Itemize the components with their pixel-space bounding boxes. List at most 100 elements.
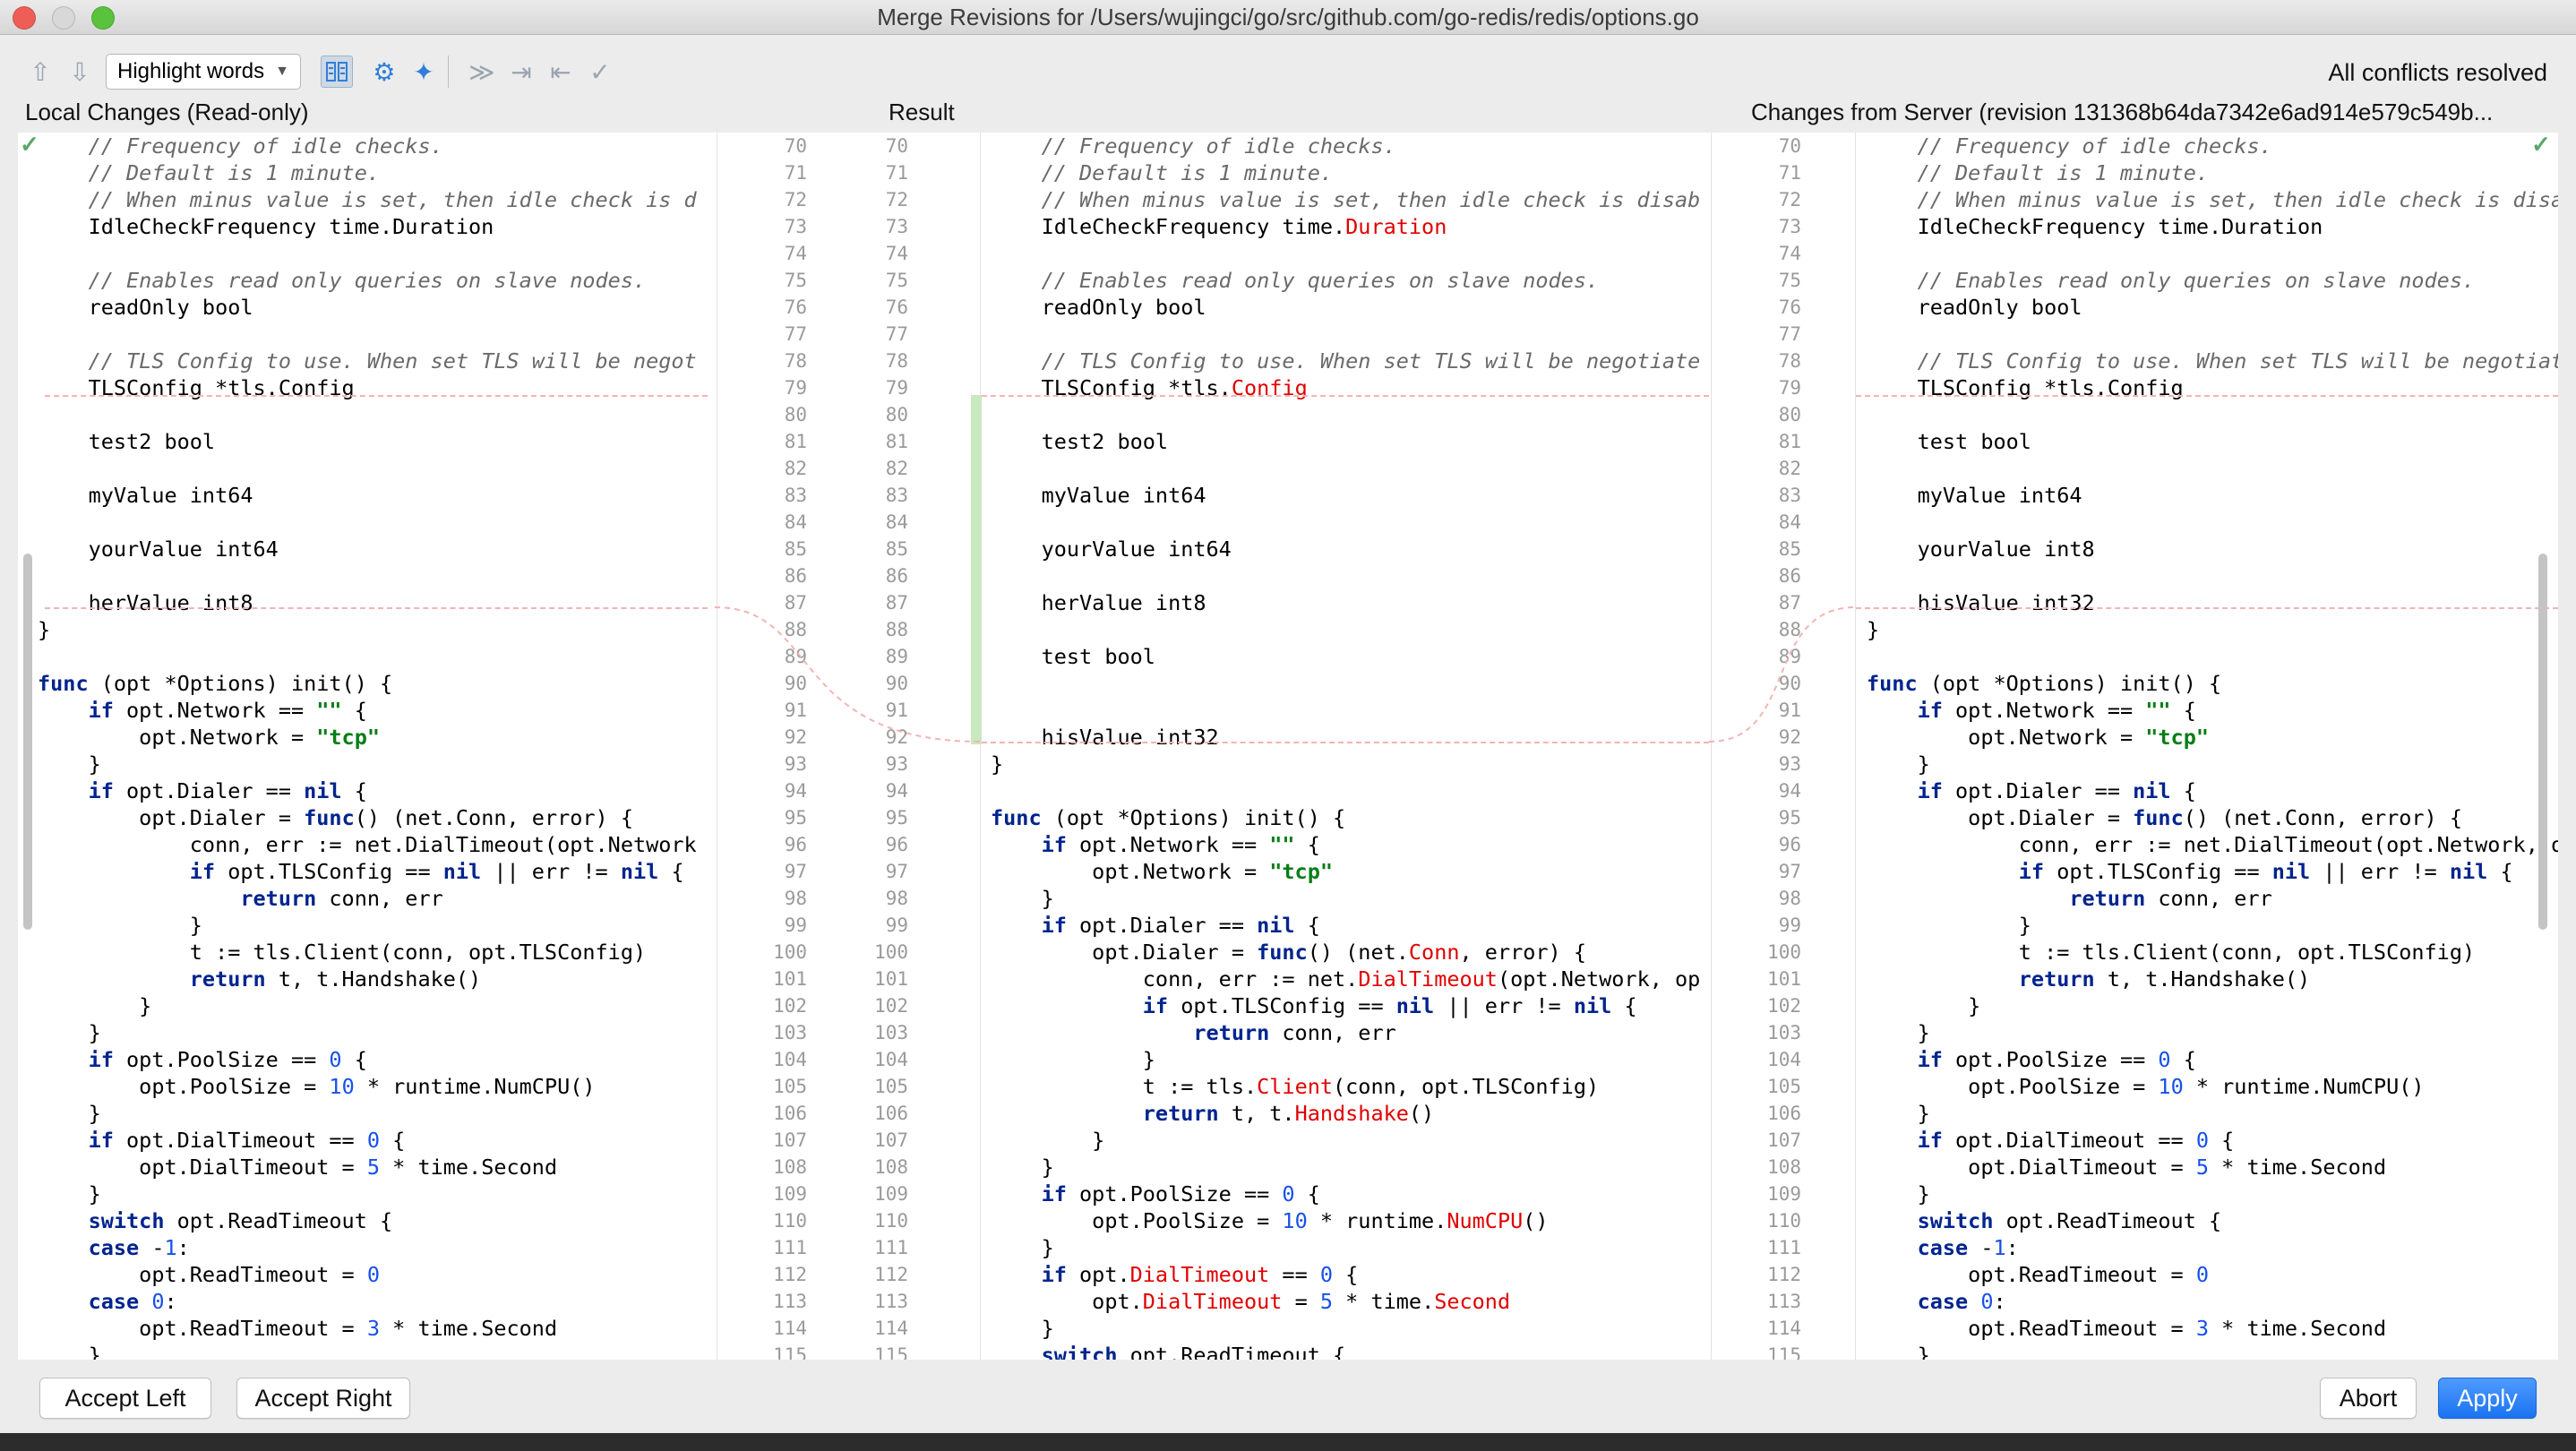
line-number-row: 78	[717, 348, 834, 374]
line-number-row: 114	[837, 1315, 980, 1342]
server-code-line	[1867, 455, 2558, 482]
magic-resolve-icon[interactable]: ✦	[413, 57, 434, 86]
line-number-row: 88	[1712, 616, 1855, 643]
local-code-line: TLSConfig *tls.Config	[38, 375, 355, 400]
local-changes-pane[interactable]: // Frequency of idle checks. // Default …	[18, 133, 715, 1360]
line-number-row: 77	[717, 321, 834, 348]
line-number-row: 110	[1712, 1207, 1855, 1234]
line-number: 114	[1767, 1318, 1801, 1339]
line-number-row: 89	[837, 643, 980, 670]
server-code-line: IdleCheckFrequency time.Duration	[1867, 214, 2323, 239]
line-number-row: 77	[837, 321, 980, 348]
result-pane[interactable]: // Frequency of idle checks. // Default …	[982, 133, 1709, 1360]
resolve-icon[interactable]: ✓	[589, 57, 611, 86]
line-number-row: 114	[1712, 1315, 1855, 1342]
line-number-row: 75	[837, 267, 980, 294]
server-changes-pane[interactable]: // Frequency of idle checks. // Default …	[1856, 133, 2558, 1360]
line-number: 90	[784, 673, 807, 694]
chevron-down-icon: ▼	[275, 64, 289, 79]
side-by-side-icon[interactable]	[320, 56, 353, 88]
line-number-row: 72	[717, 186, 834, 213]
server-code-line	[1867, 401, 2558, 428]
line-number-row: 76	[717, 294, 834, 321]
server-code-line	[1867, 321, 2558, 348]
line-number: 105	[1767, 1076, 1801, 1097]
right-pane-title: Changes from Server (revision 131368b64d…	[1751, 99, 2494, 125]
gear-icon[interactable]: ⚙	[373, 57, 396, 86]
line-number-row: 81	[1712, 428, 1855, 455]
left-scrollbar[interactable]	[23, 554, 32, 930]
line-number-row: 74	[837, 240, 980, 267]
line-number: 87	[1778, 592, 1801, 614]
line-number: 112	[773, 1264, 807, 1285]
line-number-row: 101	[837, 966, 980, 992]
line-number: 70	[1778, 135, 1801, 157]
arrow-down-icon[interactable]: ⇩	[69, 57, 90, 86]
apply-button[interactable]: Apply	[2438, 1378, 2537, 1419]
result-code-line: t := tls.Client(conn, opt.TLSConfig)	[991, 1074, 1600, 1099]
line-number-row: 99	[1712, 912, 1855, 939]
server-code-line: yourValue int8	[1867, 537, 2095, 562]
line-number-row: 102	[837, 992, 980, 1019]
minimize-window-button[interactable]	[52, 6, 75, 30]
line-number-row: 83	[837, 482, 980, 509]
line-number: 112	[1767, 1264, 1801, 1285]
line-number: 98	[1778, 888, 1801, 909]
accept-left-icon[interactable]: ≫	[468, 57, 495, 86]
left-change-top	[45, 395, 708, 397]
local-code-line: test2 bool	[38, 429, 216, 454]
line-number: 88	[784, 619, 807, 640]
local-code-line	[38, 455, 715, 482]
apply-non-conflicting-icon[interactable]: ⇥	[511, 57, 532, 86]
accept-right-icon[interactable]: ⇤	[550, 57, 571, 86]
line-number: 110	[1767, 1210, 1801, 1232]
merge-editor: // Frequency of idle checks. // Default …	[18, 133, 2558, 1360]
right-scrollbar[interactable]	[2538, 554, 2547, 930]
line-number: 93	[885, 753, 908, 775]
line-number: 100	[773, 941, 807, 963]
server-code-line: // Default is 1 minute.	[1917, 160, 2210, 185]
result-code-line	[991, 240, 1709, 267]
zoom-window-button[interactable]	[91, 6, 115, 30]
arrow-up-icon[interactable]: ⇧	[30, 57, 51, 86]
line-number-row: 75	[717, 267, 834, 294]
highlight-words-select[interactable]: Highlight words ▼	[106, 54, 301, 90]
line-number-row: 108	[837, 1154, 980, 1181]
line-number: 86	[1778, 565, 1801, 587]
line-number: 82	[885, 458, 908, 479]
result-code-line: opt.DialTimeout = 5 * time.Second	[991, 1289, 1511, 1314]
line-number-row: 78	[1712, 348, 1855, 374]
line-number-row: 99	[717, 912, 834, 939]
line-number: 99	[1778, 914, 1801, 936]
result-code-line: if opt.TLSConfig == nil || err != nil {	[1142, 993, 1637, 1018]
line-number: 113	[1767, 1291, 1801, 1312]
line-number: 73	[784, 216, 807, 237]
toolbar: ⇧ ⇩ Highlight words ▼ ⚙ ✦ ≫ ⇥ ⇤ ✓ All co…	[0, 36, 2576, 107]
line-number: 89	[784, 646, 807, 667]
window-titlebar: Merge Revisions for /Users/wujingci/go/s…	[0, 0, 2576, 35]
server-code-line: case 0:	[1917, 1289, 2006, 1314]
line-number: 79	[784, 377, 807, 399]
result-code-line: TLSConfig *tls.Config	[991, 375, 1308, 400]
result-code-line: }	[991, 1047, 1155, 1072]
accept-right-button[interactable]: Accept Right	[236, 1378, 410, 1419]
line-number: 90	[1778, 673, 1801, 694]
line-number-row: 113	[717, 1288, 834, 1315]
line-number-row: 109	[717, 1181, 834, 1207]
line-number: 95	[784, 807, 807, 829]
accept-left-button[interactable]: Accept Left	[39, 1378, 211, 1419]
local-code-line: if opt.DialTimeout == 0 {	[88, 1128, 406, 1153]
line-number: 82	[1778, 458, 1801, 479]
line-number-row: 89	[1712, 643, 1855, 670]
abort-button[interactable]: Abort	[2320, 1378, 2417, 1419]
server-code-line: if opt.PoolSize == 0 {	[1917, 1047, 2196, 1072]
line-number: 70	[784, 135, 807, 157]
close-window-button[interactable]	[13, 6, 36, 30]
line-number: 88	[1778, 619, 1801, 640]
server-code-line: }	[1867, 993, 1981, 1018]
right-change-bottom	[1856, 607, 2558, 609]
right-connector-curve	[1709, 606, 1857, 743]
line-number: 105	[773, 1076, 807, 1097]
line-number-row: 93	[1712, 751, 1855, 777]
local-code-line: opt.ReadTimeout = 0	[38, 1262, 381, 1287]
